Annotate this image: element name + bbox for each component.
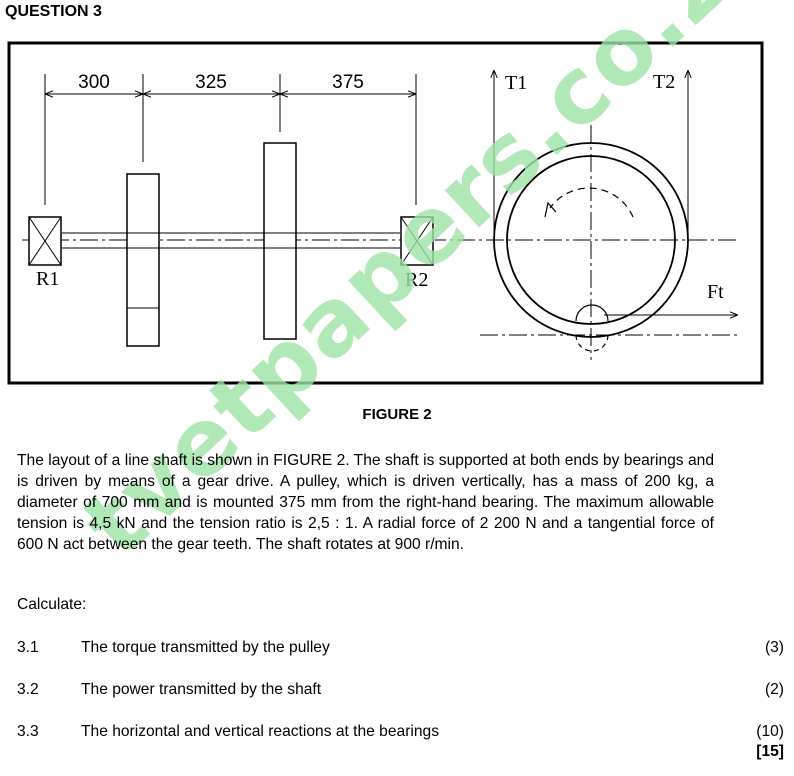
label-r2: R2 [405, 269, 428, 291]
rotation-arc [549, 187, 634, 218]
question-number: 3.2 [17, 681, 39, 698]
question-paragraph: The layout of a line shaft is shown in F… [17, 452, 714, 553]
dim-label-325: 325 [195, 72, 227, 93]
label-t2: T2 [653, 71, 675, 93]
dim-label-375: 375 [332, 72, 364, 93]
question-marks: (3) [764, 639, 784, 656]
question-marks: (10) [756, 723, 784, 740]
rotation-arrowhead [544, 201, 557, 218]
gear-wheel-1 [126, 173, 160, 347]
question-text: The torque transmitted by the pulley [81, 639, 330, 656]
question-marks: (2) [764, 681, 784, 698]
dim-label-300: 300 [78, 72, 110, 93]
question-text: The power transmitted by the shaft [81, 681, 322, 698]
question-text: The horizontal and vertical reactions at… [81, 723, 439, 740]
label-r1: R1 [36, 268, 59, 290]
bearing-r2 [400, 216, 434, 266]
mesh-gear-top [575, 304, 609, 322]
label-ft: Ft [707, 281, 724, 303]
question-number: 3.3 [17, 723, 39, 740]
bearing-r1 [28, 216, 62, 266]
gear-wheel-2 [263, 142, 297, 340]
total-marks: [15] [756, 743, 784, 760]
calculate-label: Calculate: [17, 596, 87, 613]
figure-caption: FIGURE 2 [362, 406, 432, 423]
figure-2-diagram: 300 325 375 R1 R2 T1 T2 [7, 41, 764, 385]
label-t1: T1 [505, 72, 527, 94]
question-title: QUESTION 3 [5, 3, 102, 20]
question-number: 3.1 [17, 639, 39, 656]
figure-frame [7, 41, 764, 385]
